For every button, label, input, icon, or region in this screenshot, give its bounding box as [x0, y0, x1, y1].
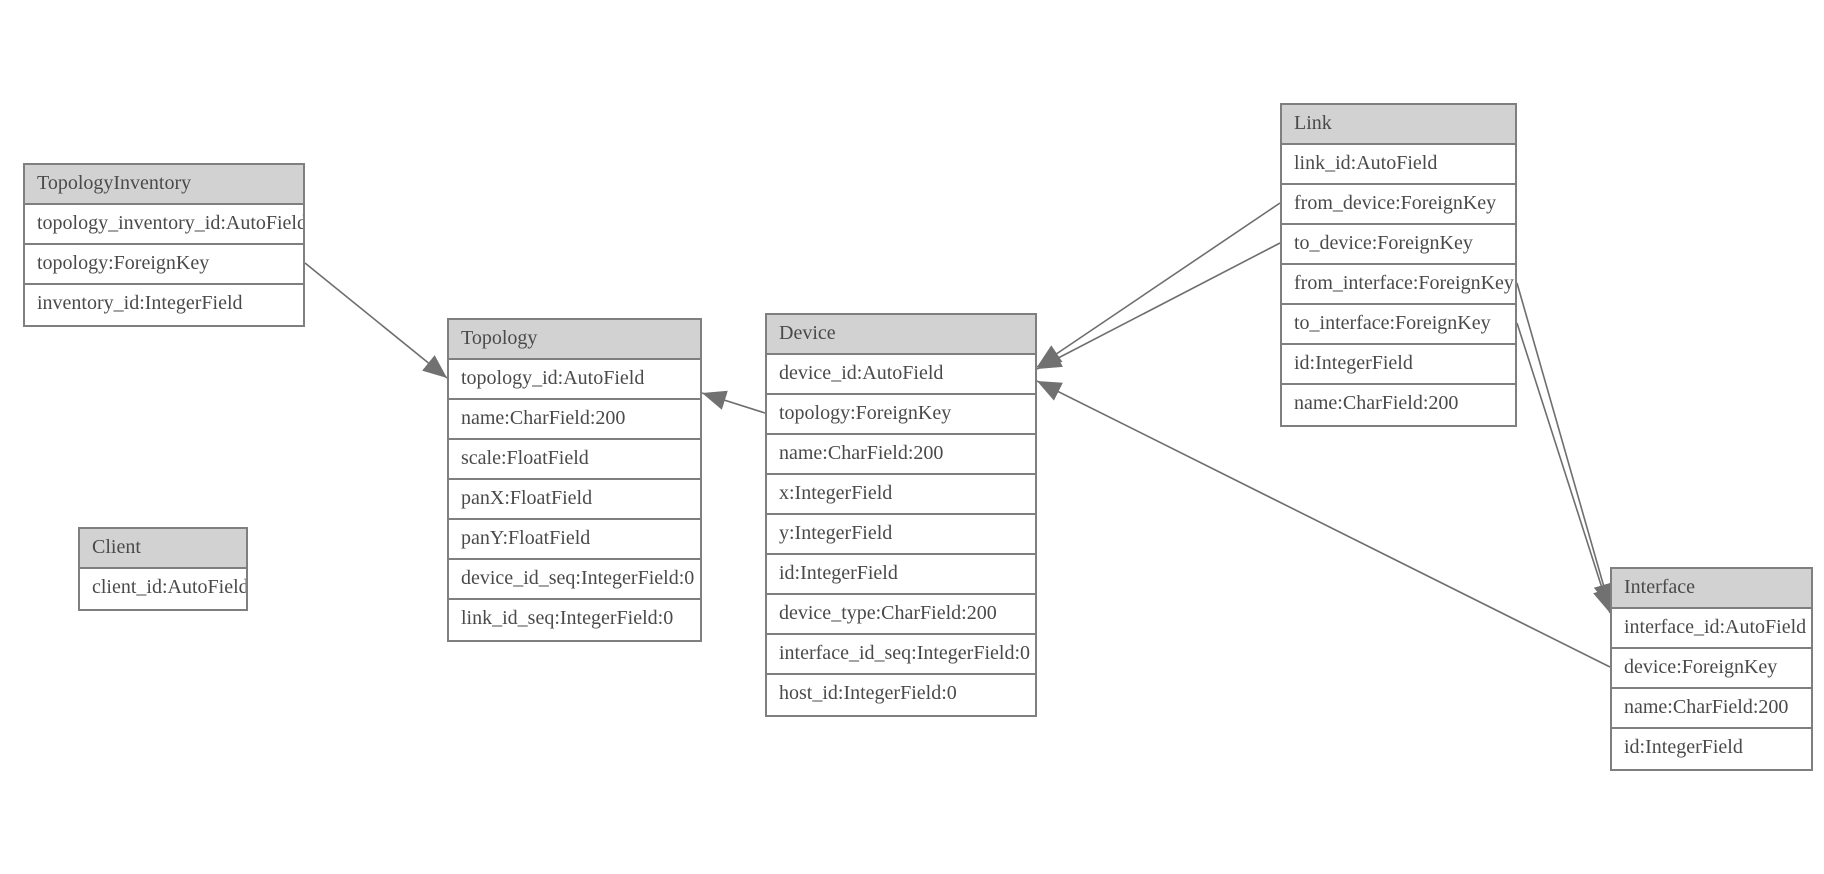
entity-title: Client — [80, 529, 246, 569]
entity-field-row: from_device:ForeignKey — [1282, 185, 1515, 225]
entity-field-row: name:CharField:200 — [767, 435, 1035, 475]
entity-field-row: link_id:AutoField — [1282, 145, 1515, 185]
entity-field-row: inventory_id:IntegerField — [25, 285, 303, 325]
relationship-line-interface-to-device — [1036, 380, 1611, 668]
entity-field-row: id:IntegerField — [767, 555, 1035, 595]
entity-field-row: to_device:ForeignKey — [1282, 225, 1515, 265]
entity-field-row: name:CharField:200 — [1282, 385, 1515, 425]
entity-field-row: interface_id_seq:IntegerField:0 — [767, 635, 1035, 675]
entity-field-row: x:IntegerField — [767, 475, 1035, 515]
entity-title: Device — [767, 315, 1035, 355]
entity-field-row: panX:FloatField — [449, 480, 700, 520]
entity-field-row: device:ForeignKey — [1612, 649, 1811, 689]
relationship-line-topologyinventory-to-topology — [304, 262, 448, 379]
entity-field-row: device_type:CharField:200 — [767, 595, 1035, 635]
entity-field-row: id:IntegerField — [1612, 729, 1811, 769]
entity-field-row: from_interface:ForeignKey — [1282, 265, 1515, 305]
relationship-line-link-to-interface — [1516, 322, 1613, 614]
entity-field-row: name:CharField:200 — [449, 400, 700, 440]
entity-title: TopologyInventory — [25, 165, 303, 205]
entity-field-row: to_interface:ForeignKey — [1282, 305, 1515, 345]
entity-field-row: link_id_seq:IntegerField:0 — [449, 600, 700, 640]
entity-field-row: host_id:IntegerField:0 — [767, 675, 1035, 715]
entity-field-row: scale:FloatField — [449, 440, 700, 480]
entity-field-row: device_id_seq:IntegerField:0 — [449, 560, 700, 600]
entity-field-row: id:IntegerField — [1282, 345, 1515, 385]
entity-field-row: interface_id:AutoField — [1612, 609, 1811, 649]
entity-field-row: topology:ForeignKey — [25, 245, 303, 285]
relationship-line-link-to-interface — [1516, 282, 1614, 609]
entity-field-row: y:IntegerField — [767, 515, 1035, 555]
entity-field-row: name:CharField:200 — [1612, 689, 1811, 729]
entity-field-row: panY:FloatField — [449, 520, 700, 560]
entity-field-row: client_id:AutoField — [80, 569, 246, 609]
entity-title: Link — [1282, 105, 1515, 145]
relationship-line-link-to-device — [1036, 242, 1281, 370]
entity-field-row: topology_id:AutoField — [449, 360, 700, 400]
relationship-line-device-to-topology — [701, 390, 766, 414]
entity-field-row: topology:ForeignKey — [767, 395, 1035, 435]
relationship-line-link-to-device — [1036, 202, 1281, 368]
entity-field-row: device_id:AutoField — [767, 355, 1035, 395]
entity-title: Interface — [1612, 569, 1811, 609]
entity-title: Topology — [449, 320, 700, 360]
entity-field-row: topology_inventory_id:AutoField — [25, 205, 303, 245]
